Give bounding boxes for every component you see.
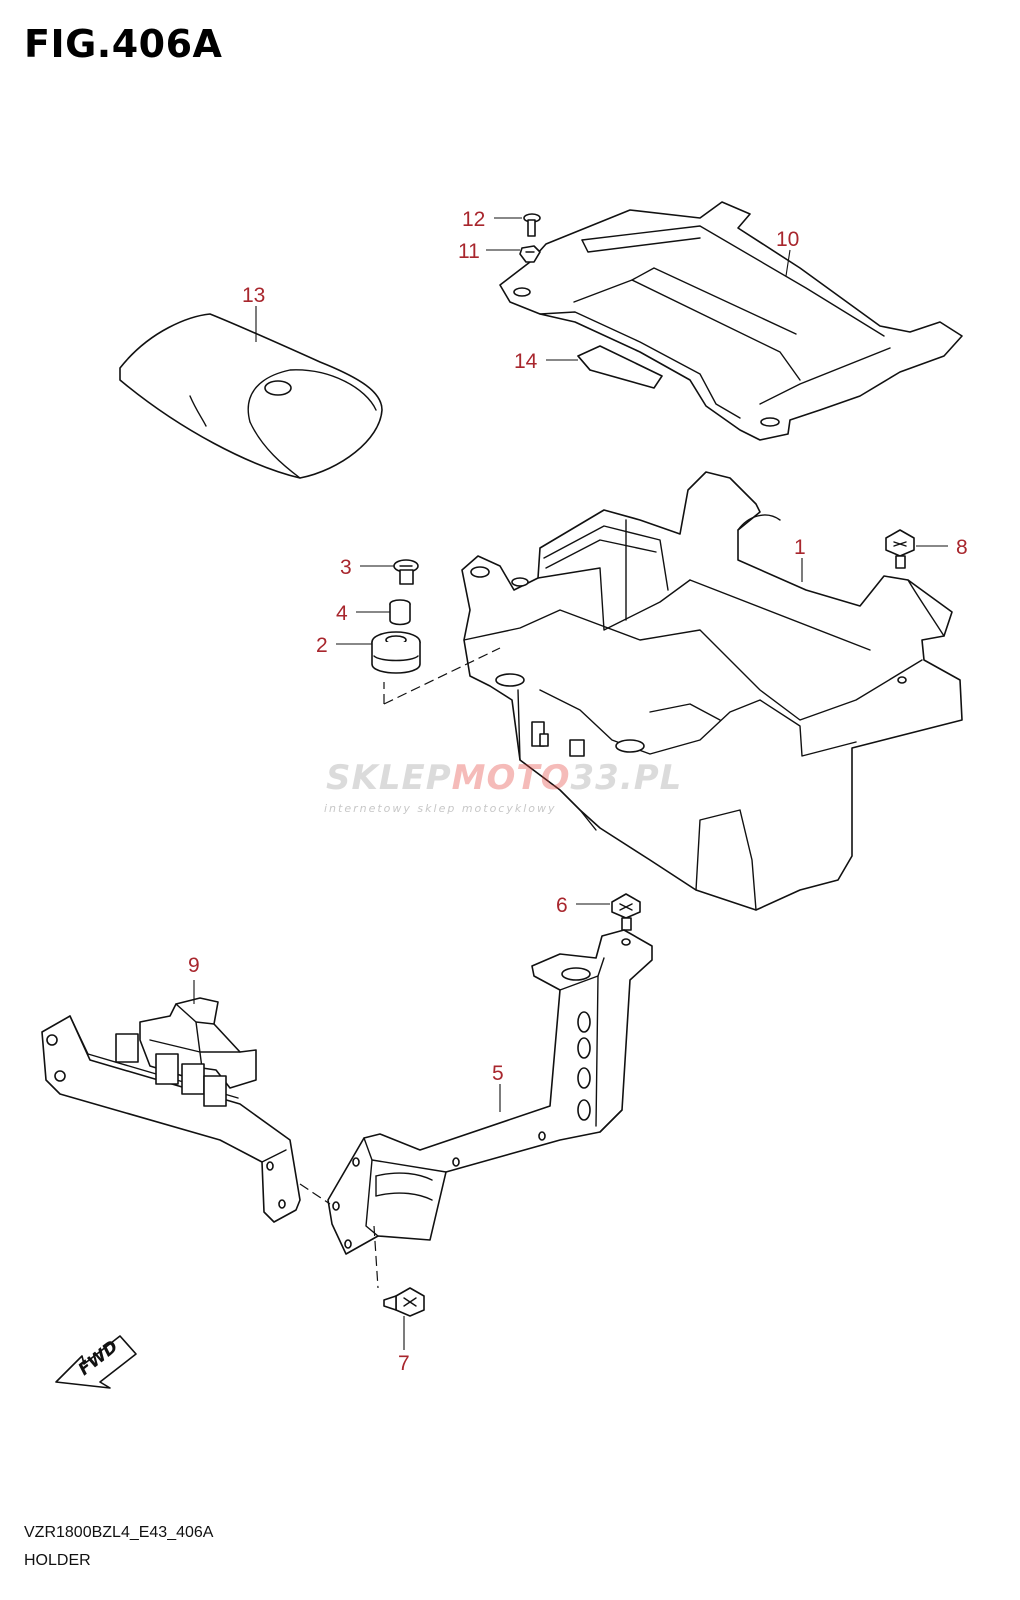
- part-14-pad[interactable]: [577, 345, 663, 389]
- callout-14: 14: [514, 350, 538, 373]
- callout-11: 11: [458, 240, 480, 263]
- callout-4: 4: [336, 602, 348, 625]
- callout-1: 1: [794, 536, 806, 559]
- callout-13: 13: [242, 284, 265, 307]
- part-10-cover-tray[interactable]: [499, 201, 963, 441]
- part-8-bolt[interactable]: [885, 529, 915, 569]
- model-code: VZR1800BZL4_E43_406A: [24, 1524, 214, 1541]
- callout-9: 9: [188, 954, 200, 977]
- part-2-rubber-cushion[interactable]: [371, 631, 421, 674]
- part-9-bracket-plate[interactable]: [41, 997, 301, 1223]
- part-3-screw[interactable]: [393, 559, 419, 585]
- callout-10: 10: [776, 228, 799, 251]
- figure-title: FIG.406A: [24, 22, 223, 66]
- part-5-bracket[interactable]: [327, 929, 653, 1255]
- section-name: HOLDER: [24, 1552, 91, 1569]
- callout-12: 12: [462, 208, 485, 231]
- callout-8: 8: [956, 536, 968, 559]
- callout-7: 7: [398, 1352, 410, 1375]
- watermark-subtitle: internetowy sklep motocyklowy: [324, 802, 557, 815]
- part-7-bolt[interactable]: [383, 1287, 425, 1317]
- part-4-spacer[interactable]: [389, 599, 411, 626]
- part-1-holder-box[interactable]: [461, 471, 963, 911]
- fwd-arrow-icon: [55, 1335, 137, 1389]
- callout-2: 2: [316, 634, 328, 657]
- part-12-screw[interactable]: [523, 213, 541, 237]
- part-13-cover-sheet[interactable]: [119, 313, 383, 479]
- callout-3: 3: [340, 556, 352, 579]
- part-6-bolt[interactable]: [611, 893, 641, 931]
- watermark-logo: SKLEPMOTO33.PL: [326, 758, 683, 798]
- callout-5: 5: [492, 1062, 504, 1085]
- part-11-nut[interactable]: [519, 245, 541, 263]
- callout-6: 6: [556, 894, 568, 917]
